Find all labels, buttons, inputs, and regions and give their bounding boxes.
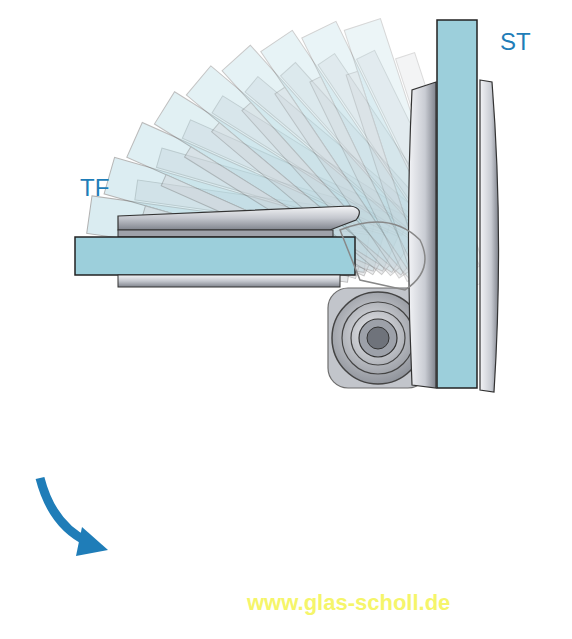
door-glass-panel — [75, 206, 425, 290]
fixed-glass-panel — [409, 20, 499, 392]
part-name: TF — [80, 176, 109, 200]
watermark: www.glas-scholl.de — [247, 592, 450, 614]
part-name: ST — [500, 30, 531, 54]
swing-arrow — [40, 478, 108, 556]
